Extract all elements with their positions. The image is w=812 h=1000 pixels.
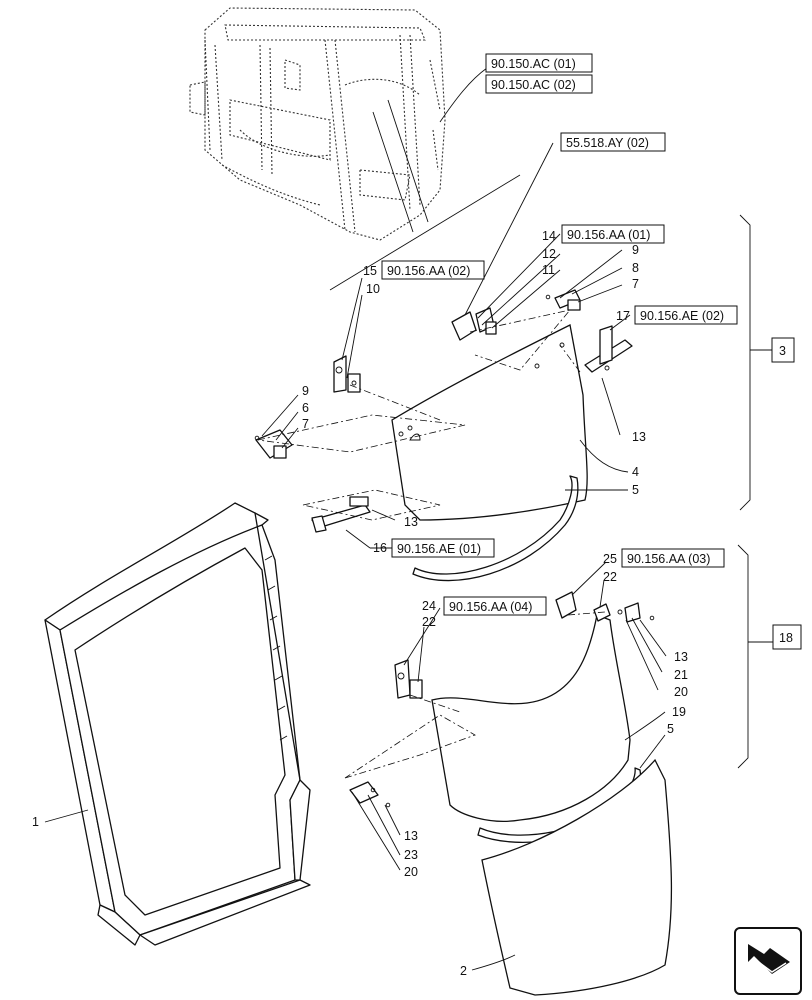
callout-5-upper: 5: [632, 483, 639, 497]
callout-20-left: 20: [404, 865, 418, 879]
upper-door-glass: [391, 324, 588, 521]
assembly-label-upper[interactable]: 3: [771, 337, 795, 363]
callout-2: 2: [460, 964, 467, 978]
alignment-lines-upper: [257, 309, 581, 521]
callout-23: 23: [404, 848, 418, 862]
ref-box-hinge-upper-right[interactable]: 90.156.AA (01): [561, 224, 665, 244]
callout-7-right: 7: [632, 277, 639, 291]
ref-box-handle-upper-left[interactable]: 90.156.AE (01): [391, 538, 495, 558]
callout-12: 12: [542, 247, 556, 261]
assembly-bracket-upper: [739, 214, 772, 511]
lower-glass-panel: [481, 758, 673, 996]
callout-22-left: 22: [422, 615, 436, 629]
bracket-lower-right: [617, 602, 655, 623]
svg-text:90.156.AA (02): 90.156.AA (02): [387, 264, 470, 278]
svg-text:90.156.AA (04): 90.156.AA (04): [449, 600, 532, 614]
callout-1: 1: [32, 815, 39, 829]
assembly-label-lower[interactable]: 18: [772, 624, 802, 650]
callout-17: 17: [616, 309, 630, 323]
hinge-upper-left: [333, 355, 361, 393]
svg-text:55.518.AY (02): 55.518.AY (02): [566, 136, 649, 150]
door-frame: [44, 502, 311, 946]
bracket-upper-right: [545, 289, 581, 311]
callout-15: 15: [363, 264, 377, 278]
bracket-upper-left: [254, 429, 293, 459]
svg-text:18: 18: [779, 631, 793, 645]
callout-22-right: 22: [603, 570, 617, 584]
hinge-lower-left: [394, 659, 423, 699]
return-arrow-icon[interactable]: [734, 927, 802, 995]
callout-9-left: 9: [302, 384, 309, 398]
handle-upper-right: [584, 325, 633, 373]
callout-24: 24: [422, 599, 436, 613]
ref-box-seal-kit[interactable]: 55.518.AY (02): [560, 132, 666, 152]
callout-21: 21: [674, 668, 688, 682]
callout-25: 25: [603, 552, 617, 566]
cab-illustration: [189, 7, 488, 241]
callout-6: 6: [302, 401, 309, 415]
svg-text:90.156.AA (03): 90.156.AA (03): [627, 552, 710, 566]
callout-9-right: 9: [632, 243, 639, 257]
svg-text:90.156.AE (02): 90.156.AE (02): [640, 309, 724, 323]
latch-upper-right: [451, 307, 497, 341]
handle-upper-left: [311, 496, 371, 533]
ref-box-cab-top[interactable]: 90.150.AC (01): [485, 53, 593, 73]
callout-13-lower-right: 13: [674, 650, 688, 664]
callout-16: 16: [373, 541, 387, 555]
callout-13-lower-left: 13: [404, 829, 418, 843]
callout-numbers: 1 2 4 5 5 6 7 7 8 9 9 10 11 12 13 13 13 …: [32, 229, 688, 978]
leader-lines: [44, 142, 667, 971]
ref-box-hinge-upper-left[interactable]: 90.156.AA (02): [381, 260, 485, 280]
callout-19: 19: [672, 705, 686, 719]
callout-8: 8: [632, 261, 639, 275]
callout-11: 11: [542, 263, 555, 277]
assembly-bracket-lower: [737, 544, 773, 769]
lower-door-glass: [431, 614, 631, 822]
callout-5-lower: 5: [667, 722, 674, 736]
ref-box-hinge-lower-right[interactable]: 90.156.AA (03): [621, 548, 725, 568]
callout-10: 10: [366, 282, 380, 296]
ref-box-handle-upper-right[interactable]: 90.156.AE (02): [634, 305, 738, 325]
svg-text:90.150.AC (01): 90.150.AC (01): [491, 57, 576, 71]
callout-20-right: 20: [674, 685, 688, 699]
svg-text:3: 3: [779, 344, 786, 358]
ref-box-hinge-lower-left[interactable]: 90.156.AA (04): [443, 596, 547, 616]
bracket-lower-left: [349, 781, 391, 808]
callout-13-upper-left: 13: [404, 515, 418, 529]
svg-text:90.150.AC (02): 90.150.AC (02): [491, 78, 576, 92]
callout-4: 4: [632, 465, 639, 479]
svg-text:90.156.AE (01): 90.156.AE (01): [397, 542, 481, 556]
upper-door-seal: [412, 475, 579, 582]
callout-7-left: 7: [302, 417, 309, 431]
alignment-lines-lower: [344, 611, 606, 779]
ref-box-cab-bottom[interactable]: 90.150.AC (02): [485, 74, 593, 94]
callout-13-upper-right: 13: [632, 430, 646, 444]
svg-text:90.156.AA (01): 90.156.AA (01): [567, 228, 650, 242]
separator-line: [329, 174, 521, 291]
callout-14: 14: [542, 229, 556, 243]
